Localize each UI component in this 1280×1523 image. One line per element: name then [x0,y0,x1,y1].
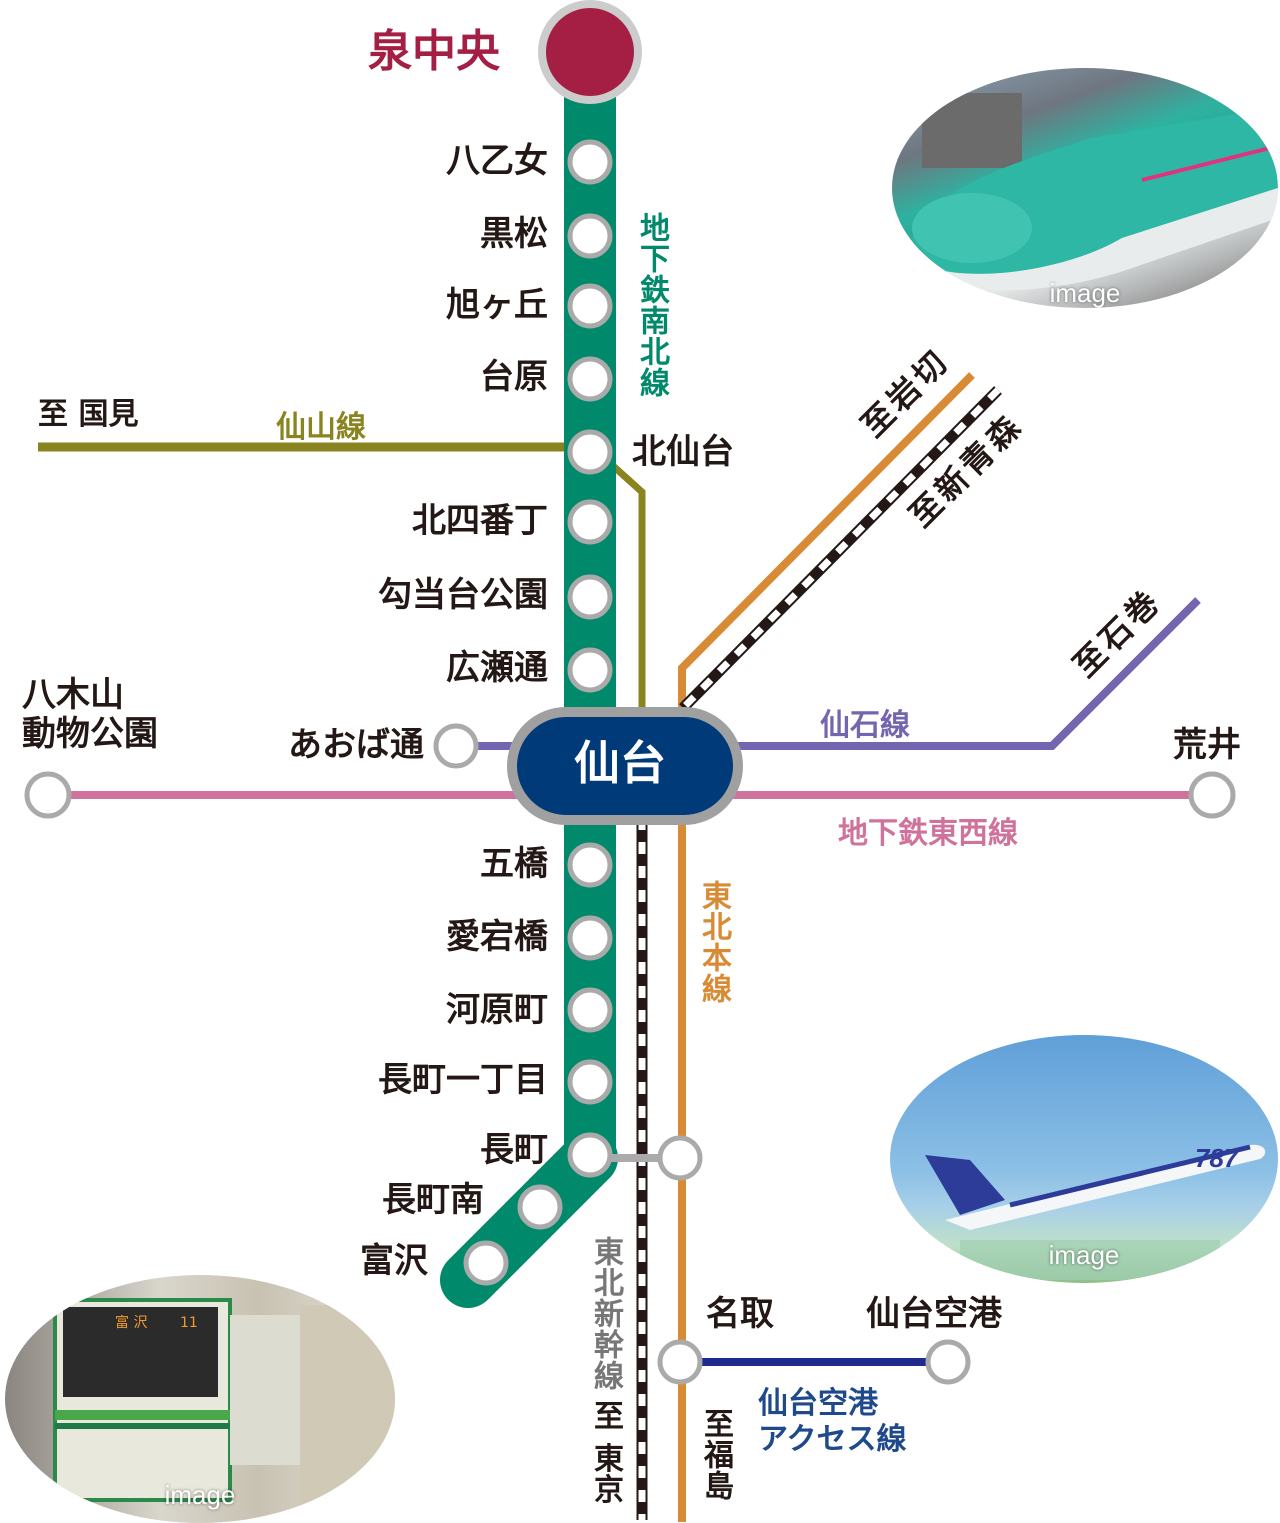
shinkansen-photo: image [892,68,1278,308]
airplane-photo: 787 image [890,1035,1278,1283]
station-label-hirose-dori[interactable]: 広瀬通 [446,648,548,688]
senseki-line-label: 仙石線 [820,708,910,743]
subway-train-illustration: 富 沢 11 [53,1298,395,1515]
namboku-line-label: 地下鉄南北線 [634,212,669,398]
subway-photo: 富 沢 11 image [5,1275,395,1523]
svg-text:11: 11 [180,1315,198,1331]
station-label-natori[interactable]: 名取 [706,1294,774,1334]
svg-text:787: 787 [1195,1143,1240,1173]
station-label-atagobashi[interactable]: 愛宕橋 [446,917,548,957]
station-label-kita-yonbancho[interactable]: 北四番丁 [412,501,548,541]
station-label-yagiyama-line2[interactable]: 動物公園 [22,714,158,754]
station-label-dainohara[interactable]: 台原 [480,357,548,397]
direction-label-kunimi: 至 国見 [38,397,139,432]
sendai-hub-label[interactable]: 仙台 [574,736,666,790]
station-label-arai[interactable]: 荒井 [1173,725,1241,765]
airplane-photo-caption: image [1048,1240,1120,1270]
shinkansen-line-label: 東北新幹線 [588,1236,623,1391]
sendai-hub-marker[interactable] [507,707,743,825]
station-label-kawaramachi[interactable]: 河原町 [446,990,548,1030]
station-label-itsutsubashi[interactable]: 五橋 [480,844,548,884]
direction-label-tokyo: 至 東京 [588,1400,623,1505]
station-label-aoba-dori[interactable]: あおば通 [288,725,424,765]
other-station-markers [24,723,1236,1385]
senzan-line [38,442,646,720]
station-label-nagamachi[interactable]: 長町 [480,1130,548,1170]
station-label-yaotome[interactable]: 八乙女 [446,141,548,181]
senzan-line-label: 仙山線 [276,410,366,445]
station-label-kita-sendai[interactable]: 北仙台 [632,432,734,472]
airport-access-line-label-1: 仙台空港 [758,1386,878,1421]
tohoku-main-line [678,372,975,1522]
namboku-south-station-markers [463,842,613,1286]
station-label-kotodai-koen[interactable]: 勾当台公園 [378,575,548,615]
airplane-illustration: 787 [925,1143,1266,1280]
station-label-yagiyama-line1[interactable]: 八木山 [22,675,124,715]
subway-photo-caption: image [164,1480,236,1510]
station-label-nagamachi-minami[interactable]: 長町南 [382,1180,484,1220]
station-label-sendai-airport[interactable]: 仙台空港 [866,1294,1002,1334]
station-label-tomizawa[interactable]: 富沢 [360,1241,428,1281]
direction-label-fukushima: 至福島 [698,1408,733,1501]
terminal-station-label[interactable]: 泉中央 [368,26,500,77]
namboku-north-station-markers [567,139,613,693]
svg-text:富 沢: 富 沢 [115,1314,147,1331]
terminal-station-marker[interactable] [538,0,642,104]
airport-access-line-label-2: アクセス線 [758,1422,907,1457]
station-label-asahigaoka[interactable]: 旭ヶ丘 [446,285,548,325]
shinkansen-illustration [912,93,1278,291]
station-label-kuromatsu[interactable]: 黒松 [480,214,548,254]
tozai-line-label: 地下鉄東西線 [838,816,1018,851]
station-label-nagamachi-itchome[interactable]: 長町一丁目 [378,1060,548,1100]
tohoku-main-line-label: 東北本線 [696,880,731,1004]
shinkansen-photo-caption: image [1049,278,1121,308]
